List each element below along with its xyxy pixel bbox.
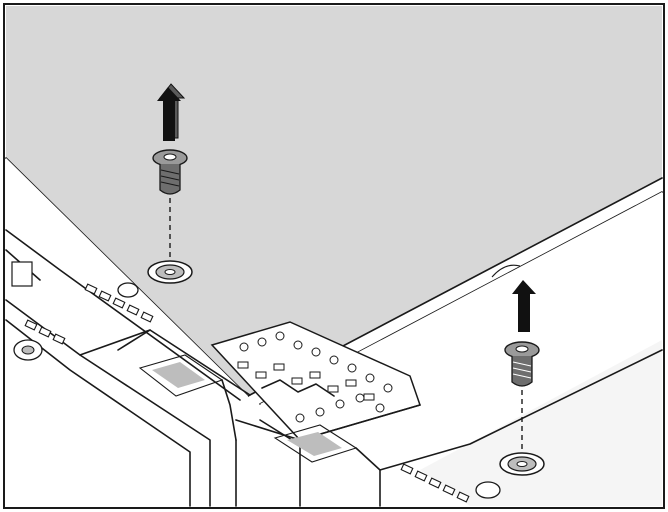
- chassis-right-body: [260, 192, 662, 506]
- arrow-up-icon: [157, 83, 186, 141]
- screw-left: [147, 83, 193, 284]
- screw-icon: [504, 341, 540, 387]
- vent-holes-left: [24, 283, 154, 345]
- center-mounting-plate: [210, 321, 421, 441]
- screw-hole-icon: [147, 260, 193, 284]
- chassis-front-bezel-right: [235, 349, 663, 507]
- screw-right: [499, 280, 545, 476]
- screw-hole-icon: [499, 452, 545, 476]
- chassis-front-bezel: [5, 158, 251, 507]
- arrow-up-icon: [512, 280, 536, 332]
- screw-icon: [152, 149, 188, 195]
